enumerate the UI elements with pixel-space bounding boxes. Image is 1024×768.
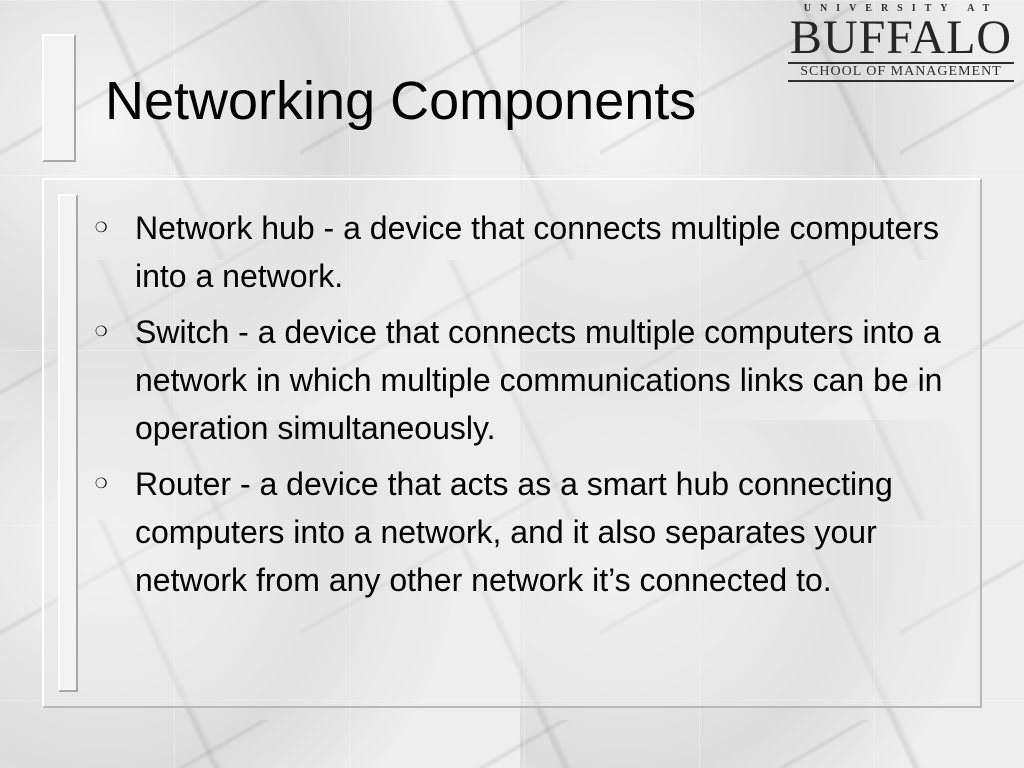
bullet-text-router: Router - a device that acts as a smart h… <box>135 466 893 598</box>
logo-university-text: UNIVERSITY AT <box>803 3 999 14</box>
university-logo: UNIVERSITY AT BUFFALO SCHOOL OF MANAGEME… <box>780 2 1022 82</box>
bullet-list: ❍ Network hub - a device that connects m… <box>95 204 965 612</box>
bullet-item-router: ❍ Router - a device that acts as a smart… <box>95 460 965 604</box>
hollow-circle-bullet-icon: ❍ <box>95 324 108 340</box>
title-accent-bar <box>42 34 76 162</box>
bullet-item-network-hub: ❍ Network hub - a device that connects m… <box>95 204 965 300</box>
bullet-text-switch: Switch - a device that connects multiple… <box>135 314 943 446</box>
logo-school-text: SCHOOL OF MANAGEMENT <box>788 62 1014 82</box>
hollow-circle-bullet-icon: ❍ <box>95 220 108 236</box>
content-panel <box>42 178 982 708</box>
bullet-item-switch: ❍ Switch - a device that connects multip… <box>95 308 965 452</box>
slide-title: Networking Components <box>105 71 697 131</box>
logo-buffalo-text: BUFFALO <box>789 11 1013 64</box>
bullet-text-network-hub: Network hub - a device that connects mul… <box>135 210 939 294</box>
content-accent-bar <box>58 194 78 692</box>
hollow-circle-bullet-icon: ❍ <box>95 476 108 492</box>
